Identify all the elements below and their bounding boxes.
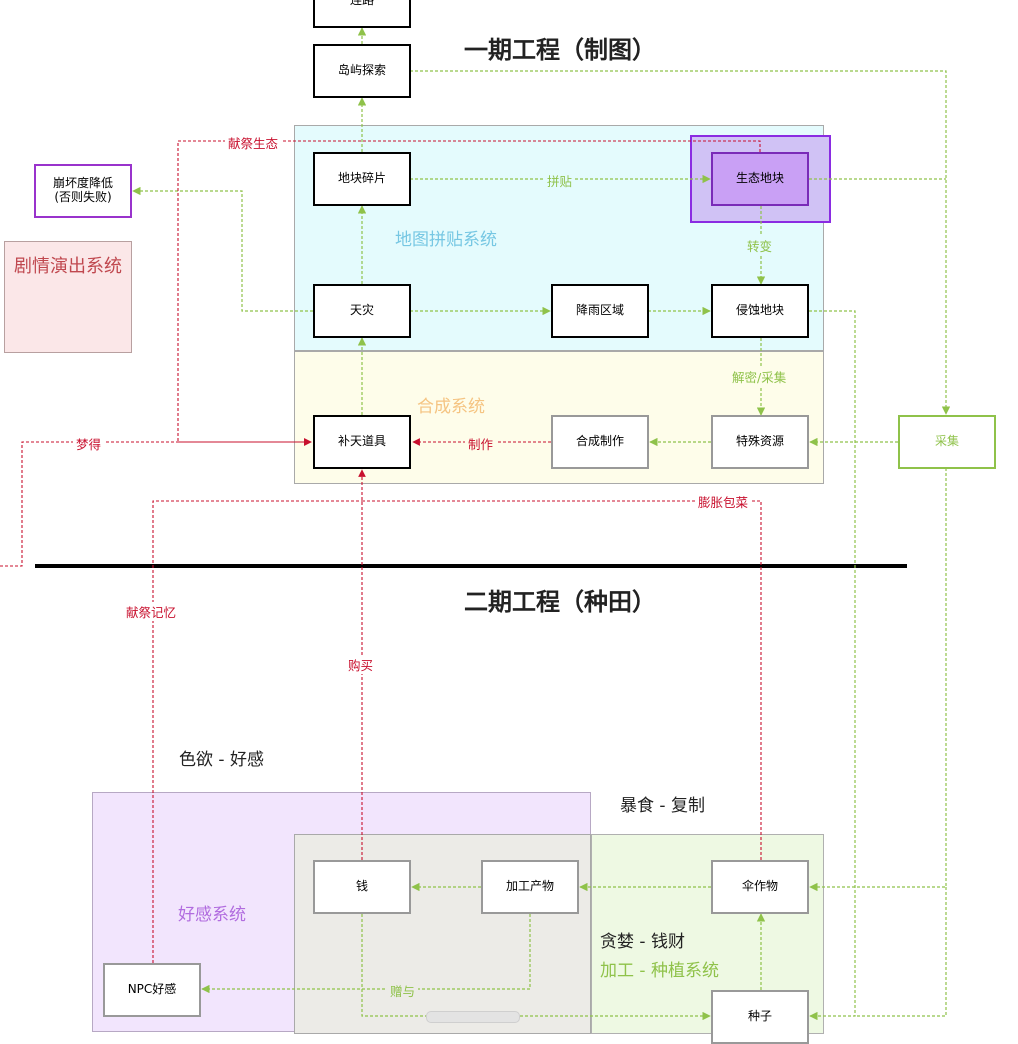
transform-label: 转变 [744,236,776,255]
greed-label: 贪婪 - 钱财 [600,932,685,952]
rain-area-node[interactable]: 降雨区域 [551,284,649,338]
money-node[interactable]: 钱 [313,860,411,914]
crop-node[interactable]: 伞作物 [711,860,809,914]
story-region [4,241,132,353]
gluttony-label: 暴食 - 复制 [620,796,705,816]
phase-divider [35,564,907,568]
tile-fragment-node[interactable]: 地块碎片 [313,152,411,206]
patch-item-node[interactable]: 补天道具 [313,415,411,469]
island-explore-node[interactable]: 岛屿探索 [313,44,411,98]
craft-label: 制作 [465,434,497,453]
phase1-title: 一期工程（制图） [464,36,656,64]
decrypt-gather-label: 解密/采集 [729,367,790,386]
offer-eco-label: 献祭生态 [225,133,282,152]
phase2-title: 二期工程（种田） [464,588,656,616]
gift-label: 赠与 [387,981,419,1000]
seed-node[interactable]: 种子 [711,990,809,1044]
gather-node[interactable]: 采集 [898,415,996,469]
collapse-reduce-line1: 崩坏度降低 [52,176,113,191]
story-system-label: 剧情演出系统 [14,256,122,277]
special-resource-node[interactable]: 特殊资源 [711,415,809,469]
processing-system-label: 加工 - 种植系统 [600,961,719,981]
craft-make-node[interactable]: 合成制作 [551,415,649,469]
processed-product-node[interactable]: 加工产物 [481,860,579,914]
npc-affection-node[interactable]: NPC好感 [103,963,201,1017]
disaster-node[interactable]: 天灾 [313,284,411,338]
patch-label: 拼贴 [544,171,576,190]
collapse-reduce-node[interactable]: 崩坏度降低 (否则失败) [34,164,132,218]
eco-tile-node[interactable]: 生态地块 [711,152,809,206]
bloat-cabbage-label: 膨胀包菜 [695,492,752,511]
horizontal-scrollbar-thumb[interactable] [426,1011,520,1023]
eroded-tile-node[interactable]: 侵蚀地块 [711,284,809,338]
synthesis-system-label: 合成系统 [417,397,485,417]
lust-label: 色欲 - 好感 [179,750,264,770]
dream-get-label: 梦得 [73,434,105,453]
road-node[interactable]: 连路 [313,0,411,28]
map-tiling-system-label: 地图拼贴系统 [395,230,497,250]
offer-memory-label: 献祭记忆 [123,602,180,621]
buy-label: 购买 [345,655,377,674]
affection-system-label: 好感系统 [178,905,246,925]
collapse-reduce-line2: (否则失败) [54,190,112,204]
